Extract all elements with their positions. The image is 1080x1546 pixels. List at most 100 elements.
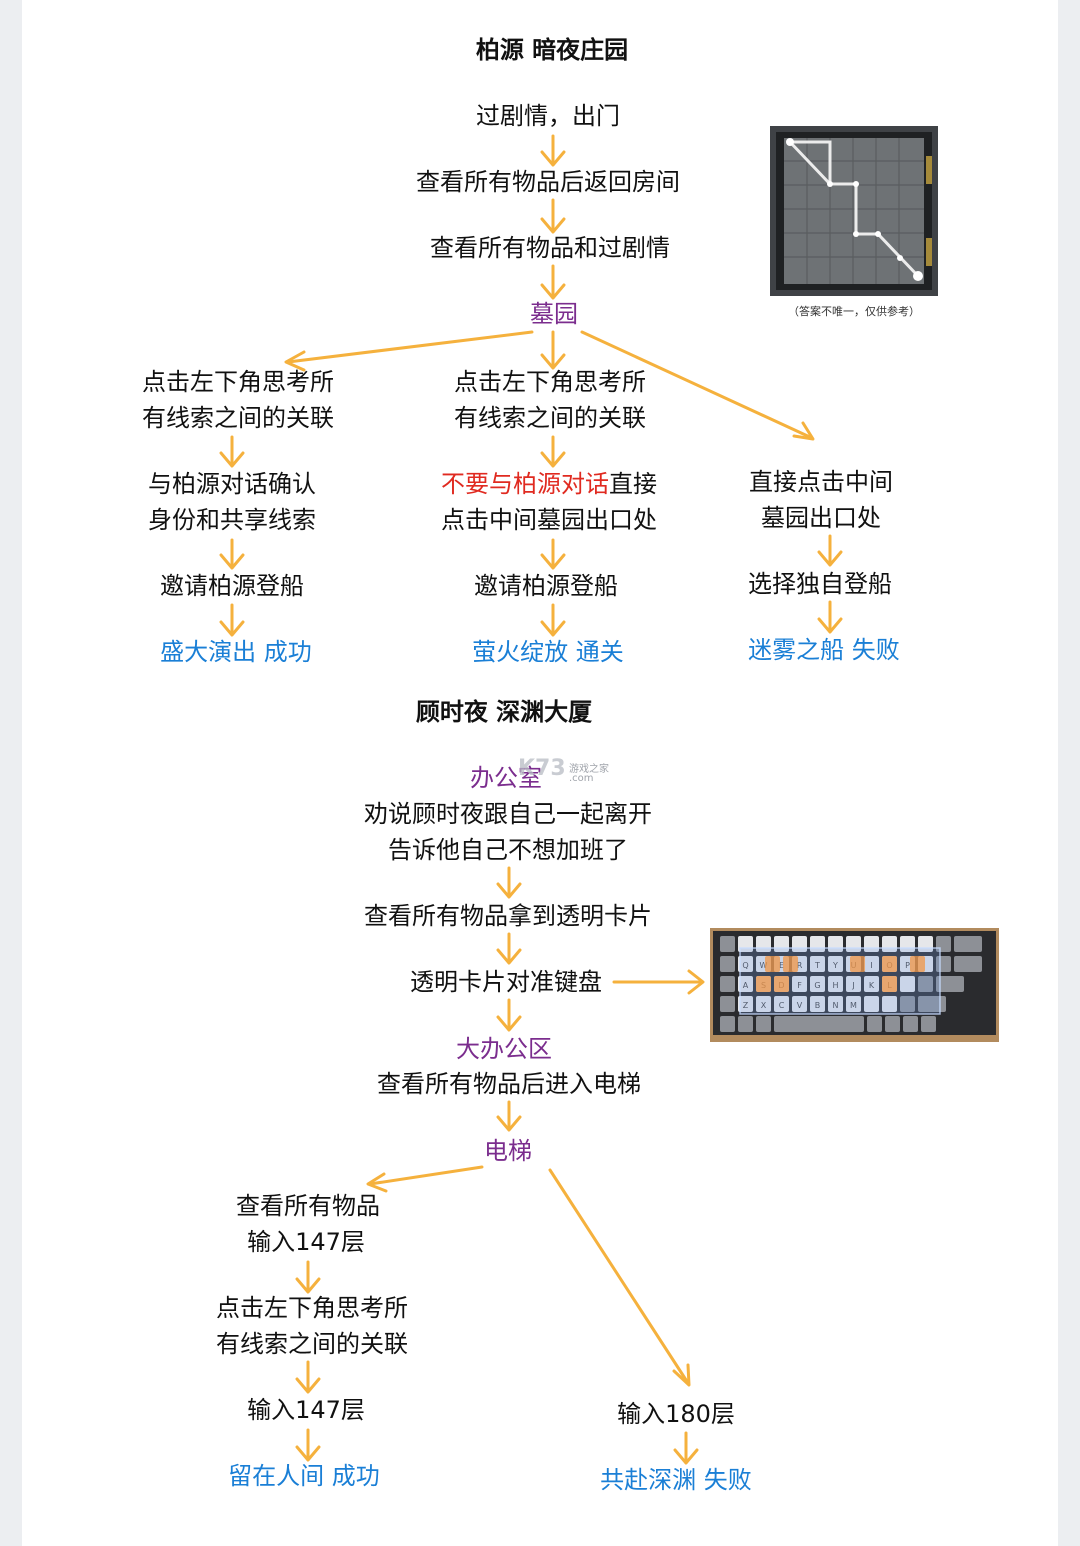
arrow-s1-1 (540, 134, 566, 167)
section2-title: 顾时夜 深渊大厦 (415, 698, 593, 726)
arrow-s2-right (548, 1168, 691, 1387)
arrow-s1-left (284, 330, 534, 372)
s2-left-step3: 输入147层 (247, 1396, 365, 1424)
s2-step4: 查看所有物品后进入电梯 (377, 1070, 641, 1098)
keyboard-key (846, 976, 861, 992)
keyboard-key (954, 936, 982, 952)
arrow-s2-2 (496, 932, 522, 965)
s1-mid-step3: 邀请柏源登船 (474, 572, 618, 600)
keyboard-key (918, 976, 933, 992)
keyboard-key (885, 1016, 900, 1032)
keyboard-key-letter: R (797, 961, 803, 970)
s1-left-step2-line2: 身份和共享线索 (148, 506, 316, 534)
section1-title: 柏源 暗夜庄园 (475, 36, 629, 64)
keyboard-key (738, 996, 753, 1012)
s1-left-ending: 盛大演出 成功 (160, 638, 312, 666)
s1-mid-step2-line2: 点击中间墓园出口处 (441, 506, 657, 534)
keyboard-key-letter: I (870, 961, 872, 970)
keyboard-key (864, 976, 879, 992)
s1-left-step2-line1: 与柏源对话确认 (148, 470, 316, 498)
s2-location-elevator: 电梯 (484, 1137, 532, 1165)
keyboard-key (720, 996, 735, 1012)
arrow-s1-l2 (219, 538, 245, 570)
arrow-s1-2 (540, 198, 566, 234)
keyboard-key (774, 996, 789, 1012)
s2-step3: 透明卡片对准键盘 (410, 968, 602, 996)
arrow-s1-mid (540, 330, 566, 370)
keyboard-key (738, 956, 753, 972)
keyboard-key (882, 996, 897, 1012)
keyboard-key (756, 1016, 771, 1032)
keyboard-key-letter: K (869, 981, 875, 990)
arrow-s1-m1 (540, 435, 566, 468)
arrow-s2-l1 (295, 1260, 321, 1294)
s1-mid-step1-line1: 点击左下角思考所 (454, 368, 646, 396)
highlighted-key (765, 956, 780, 972)
s2-left-step1-line2: 输入147层 (247, 1228, 365, 1256)
s1-right-step1-line1: 直接点击中间 (749, 468, 893, 496)
keyboard-key-letter: C (779, 1001, 785, 1010)
highlighted-key (882, 956, 897, 972)
arrow-s1-l3 (219, 603, 245, 637)
keyboard-key (738, 976, 753, 992)
keyboard-key-letter: V (797, 1001, 803, 1010)
s1-left-step3: 邀请柏源登船 (160, 572, 304, 600)
keyboard-key-letter: N (833, 1001, 839, 1010)
watermark-sub: 游戏之家 (569, 764, 609, 775)
keyboard-key-letter: E (779, 961, 784, 970)
keyboard-key (810, 996, 825, 1012)
keyboard-key (846, 996, 861, 1012)
s2-step1-line2: 告诉他自己不想加班了 (388, 836, 628, 864)
s2-step1-line1: 劝说顾时夜跟自己一起离开 (364, 800, 652, 828)
keyboard-key (720, 936, 735, 952)
keyboard-key (903, 1016, 918, 1032)
keyboard-key (774, 1016, 864, 1032)
keyboard-key (792, 976, 807, 992)
keyboard-key (864, 956, 879, 972)
arrow-s1-r1 (817, 534, 843, 567)
arrow-s2-left (366, 1165, 484, 1193)
keyboard-key (921, 1016, 936, 1032)
s1-left-step1-line2: 有线索之间的关联 (142, 404, 334, 432)
s2-location-open-office: 大办公区 (456, 1035, 552, 1063)
keyboard-key (810, 976, 825, 992)
arrow-s1-r2 (817, 600, 843, 634)
keyboard-key-letter: M (850, 1001, 857, 1010)
s2-left-ending: 留在人间 成功 (228, 1462, 380, 1490)
s1-step-1: 过剧情，出门 (476, 102, 620, 130)
s1-warning-text: 不要与柏源对话 (441, 470, 609, 498)
keyboard-key (828, 976, 843, 992)
s1-step-2: 查看所有物品后返回房间 (416, 168, 680, 196)
keyboard-key-letter: T (814, 961, 820, 970)
s1-mid-step2-rest: 直接 (609, 470, 657, 498)
s1-right-step2: 选择独自登船 (748, 570, 892, 598)
s1-left-step1-line1: 点击左下角思考所 (142, 368, 334, 396)
arrow-s1-3 (540, 264, 566, 300)
s2-location-office: 办公室 (470, 764, 542, 792)
keyboard-key (954, 956, 982, 972)
puzzle-image (770, 126, 938, 296)
flowchart-canvas: 柏源 暗夜庄园 过剧情，出门 查看所有物品后返回房间 查看所有物品和过剧情 墓园 (22, 0, 1058, 1546)
arrow-s2-r1 (673, 1431, 699, 1465)
arrow-s2-l3 (295, 1428, 321, 1462)
puzzle-caption: （答案不唯一，仅供参考） (788, 305, 920, 318)
s1-mid-ending: 萤火绽放 通关 (472, 638, 624, 666)
keyboard-image: QWERTYUIOPASDFGHJKLZXCVBNM (710, 928, 999, 1042)
highlighted-key (783, 956, 798, 972)
s1-mid-step1-line2: 有线索之间的关联 (454, 404, 646, 432)
keyboard-key-letter: W (760, 961, 768, 970)
arrow-s1-m3 (540, 603, 566, 637)
keyboard-key-letter: X (761, 1001, 767, 1010)
s2-left-step2-line1: 点击左下角思考所 (216, 1294, 408, 1322)
s1-location-cemetery: 墓园 (530, 300, 578, 328)
keyboard-key (900, 976, 915, 992)
s2-step2: 查看所有物品拿到透明卡片 (364, 902, 652, 930)
keyboard-key-letter: Y (832, 961, 838, 970)
flow-arrows (219, 134, 843, 1465)
puzzle-grid-image (770, 126, 938, 296)
highlighted-key (774, 976, 789, 992)
keyboard-key (918, 996, 946, 1012)
keyboard-key-letter: Q (742, 961, 748, 970)
watermark-logo: K73 (518, 756, 566, 781)
keyboard-key (792, 996, 807, 1012)
